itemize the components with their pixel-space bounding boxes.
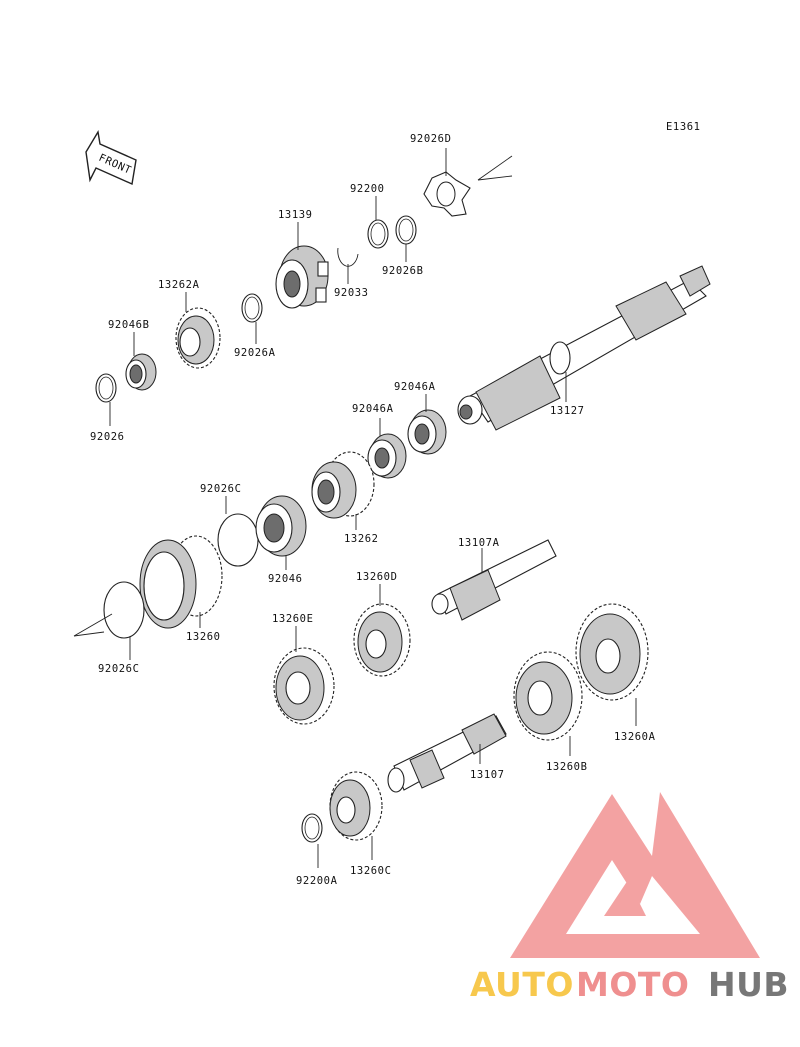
part-92026D bbox=[423, 148, 471, 217]
part-13260E bbox=[273, 626, 335, 725]
label-13107A: 13107A bbox=[458, 537, 500, 549]
part-92026C-bottom bbox=[73, 581, 145, 660]
label-92200A: 92200A bbox=[296, 875, 338, 887]
part-92026A bbox=[241, 293, 263, 323]
part-92046 bbox=[255, 495, 307, 570]
part-13260B bbox=[513, 651, 583, 756]
part-13260A bbox=[575, 603, 649, 726]
label-13127: 13127 bbox=[550, 405, 585, 417]
part-92046A-bottom bbox=[367, 418, 407, 479]
brand-logo-icon bbox=[510, 792, 760, 958]
part-13260 bbox=[139, 535, 223, 629]
label-92026: 92026 bbox=[90, 431, 125, 443]
label-92046A-bottom: 92046A bbox=[352, 403, 394, 415]
part-13262 bbox=[311, 451, 375, 530]
label-92026A: 92026A bbox=[234, 347, 276, 359]
label-92200: 92200 bbox=[350, 183, 385, 195]
part-13260C bbox=[329, 771, 383, 860]
part-92026 bbox=[95, 373, 117, 403]
front-arrow-icon: FRONT bbox=[85, 130, 137, 186]
label-13139: 13139 bbox=[278, 209, 313, 221]
part-13107 bbox=[387, 713, 507, 793]
label-92046B: 92046B bbox=[108, 319, 150, 331]
brand-hub: HUB bbox=[708, 965, 789, 1004]
part-92200 bbox=[367, 219, 389, 249]
label-13260: 13260 bbox=[186, 631, 221, 643]
label-13260B: 13260B bbox=[546, 761, 588, 773]
label-92026C-top: 92026C bbox=[200, 483, 242, 495]
part-13107A bbox=[431, 539, 557, 621]
label-13107: 13107 bbox=[470, 769, 505, 781]
brand-auto: AUTO bbox=[470, 965, 574, 1004]
brand-moto: MOTO bbox=[576, 965, 689, 1004]
part-92046B bbox=[125, 332, 157, 391]
label-13262A: 13262A bbox=[158, 279, 200, 291]
label-13260E: 13260E bbox=[272, 613, 314, 625]
part-92026C-top bbox=[217, 496, 259, 567]
part-92046A-top bbox=[407, 394, 447, 455]
part-13260D bbox=[353, 584, 411, 677]
part-92026B bbox=[395, 215, 417, 245]
label-13262: 13262 bbox=[344, 533, 379, 545]
label-92046: 92046 bbox=[268, 573, 303, 585]
label-92026B: 92026B bbox=[382, 265, 424, 277]
part-92200A bbox=[301, 813, 323, 843]
label-92033: 92033 bbox=[334, 287, 369, 299]
part-13262A bbox=[175, 292, 221, 369]
label-92026D: 92026D bbox=[410, 133, 452, 145]
label-92046A-top: 92046A bbox=[394, 381, 436, 393]
label-13260A: 13260A bbox=[614, 731, 656, 743]
label-13260D: 13260D bbox=[356, 571, 398, 583]
part-92033 bbox=[337, 247, 359, 284]
part-13127 bbox=[457, 265, 711, 431]
diagram-code: E1361 bbox=[666, 121, 701, 133]
part-13139 bbox=[275, 222, 329, 309]
label-92026C-bottom: 92026C bbox=[98, 663, 140, 675]
label-13260C: 13260C bbox=[350, 865, 392, 877]
